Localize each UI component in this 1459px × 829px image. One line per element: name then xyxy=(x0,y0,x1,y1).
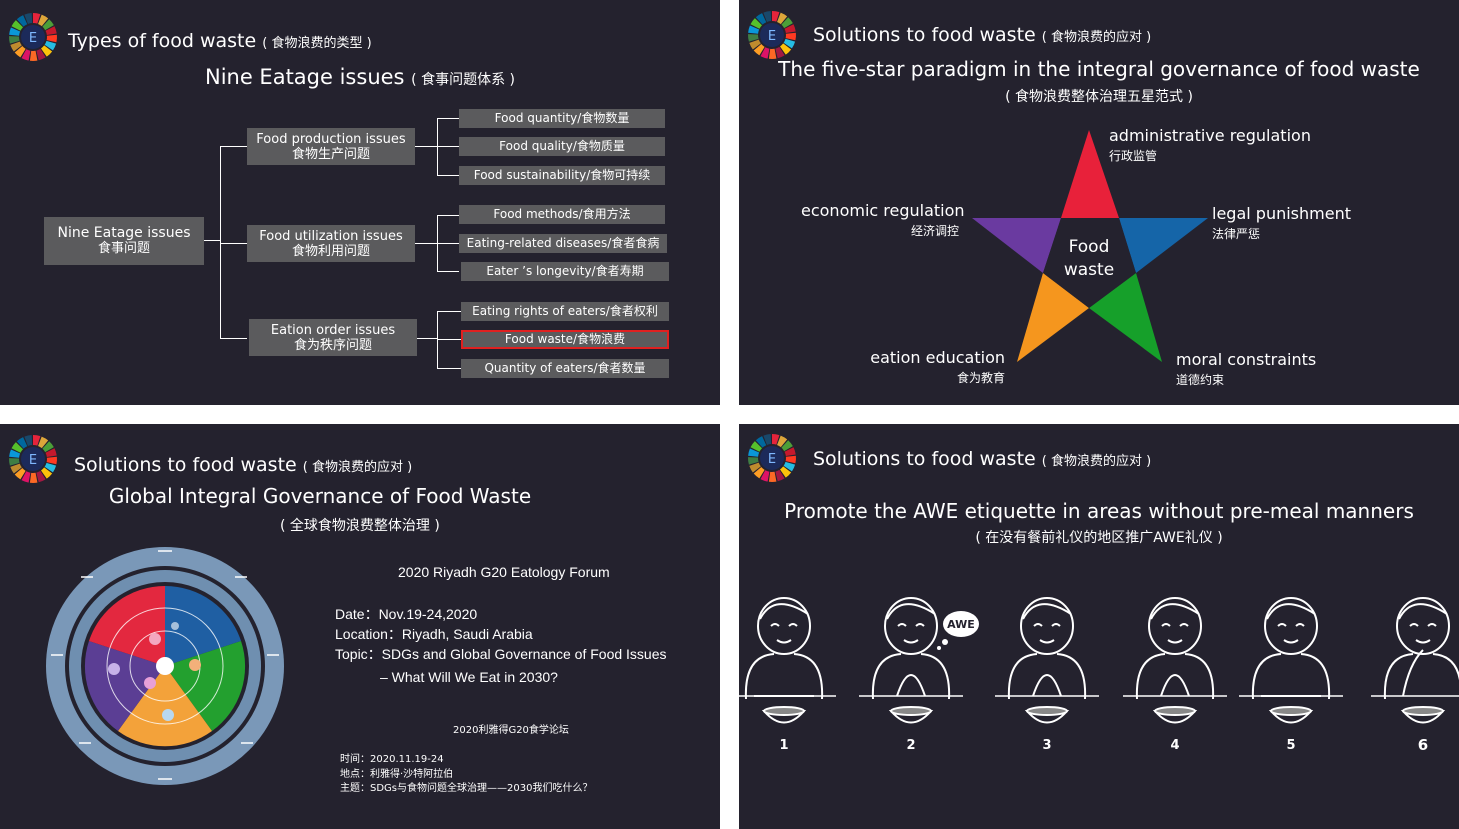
star-center-label-1: Food xyxy=(1069,237,1110,257)
panel-header: Types of food waste ( 食物浪费的类型 ) xyxy=(68,30,372,52)
leaf-food-quantity: Food quantity/食物数量 xyxy=(459,109,665,128)
leaf-food-waste-highlighted: Food waste/食物浪费 xyxy=(461,330,669,349)
sdg-wheel-logo-icon: E xyxy=(748,434,796,482)
awe-step-figure-4 xyxy=(1123,597,1227,724)
leaf-food-methods: Food methods/食用方法 xyxy=(459,205,665,224)
forum-location: Location：Riyadh, Saudi Arabia xyxy=(335,626,533,642)
leaf-food-quality: Food quality/食物质量 xyxy=(459,137,665,156)
star-point-administrative xyxy=(1061,130,1119,218)
diagram-subtitle: ( 在没有餐前礼仪的地区推广AWE礼仪 ) xyxy=(975,530,1223,546)
awe-bubble-text: AWE xyxy=(947,618,975,631)
forum-topic-2: – What Will We Eat in 2030? xyxy=(380,669,558,685)
forum-title-cn: 2020利雅得G20食学论坛 xyxy=(453,725,569,736)
diagram-subtitle: ( 全球食物浪费整体治理 ) xyxy=(280,518,440,534)
panel-header: Solutions to food waste ( 食物浪费的应对 ) xyxy=(74,454,413,476)
sdg-wheel-logo-icon: E xyxy=(9,13,57,61)
diagram-title: Nine Eatage issues ( 食事问题体系 ) xyxy=(204,65,515,89)
root-node: Nine Eatage issues 食事问题 xyxy=(44,217,204,265)
star-point-moral xyxy=(1089,273,1162,362)
diagram-title: Global Integral Governance of Food Waste xyxy=(108,484,532,508)
step-number-3: 3 xyxy=(1042,738,1052,753)
sdg-wheel-logo-icon: E xyxy=(9,435,57,483)
awe-step-figure-3 xyxy=(995,597,1099,724)
forum-location-cn: 地点：利雅得·沙特阿拉伯 xyxy=(340,769,454,780)
svg-text:E: E xyxy=(768,452,776,467)
step-number-2: 2 xyxy=(906,738,916,753)
leaf-food-sustainability: Food sustainability/食物可持续 xyxy=(459,166,665,185)
awe-step-figure-2 xyxy=(859,597,963,724)
forum-topic-cn: 主题：SDGs与食物问题全球治理——2030我们吃什么？ xyxy=(340,783,593,794)
awe-step-figure-1 xyxy=(739,597,836,724)
svg-text:E: E xyxy=(29,453,37,468)
panel-header: Solutions to food waste ( 食物浪费的应对 ) xyxy=(813,24,1152,46)
panel-five-star-paradigm: E Solutions to food waste ( 食物浪费的应对 ) Th… xyxy=(739,0,1459,405)
panel-types-of-food-waste: E Types of food waste ( 食物浪费的类型 ) Nine E… xyxy=(0,0,720,405)
step-number-4: 4 xyxy=(1170,738,1180,753)
five-star-diagram: Food waste xyxy=(972,130,1208,362)
forum-date: Date：Nov.19-24,2020 xyxy=(335,606,478,622)
leaf-eater-longevity: Eater ’s longevity/食者寿期 xyxy=(461,262,669,281)
star-center-label-2: waste xyxy=(1064,260,1114,280)
awe-step-figure-5 xyxy=(1239,597,1343,724)
awe-step-figure-6 xyxy=(1371,597,1459,724)
forum-date-cn: 时间：2020.11.19-24 xyxy=(340,754,444,765)
star-point-education xyxy=(1017,273,1089,362)
step-number-6: 6 xyxy=(1417,736,1429,754)
forum-topic: Topic：SDGs and Global Governance of Food… xyxy=(335,646,667,662)
panel-header: Solutions to food waste ( 食物浪费的应对 ) xyxy=(813,448,1152,470)
panel-awe-etiquette: E Solutions to food waste ( 食物浪费的应对 ) Pr… xyxy=(739,424,1459,829)
step-number-1: 1 xyxy=(779,738,789,753)
leaf-eating-rights: Eating rights of eaters/食者权利 xyxy=(461,302,669,321)
awe-etiquette-steps: AWE xyxy=(739,597,1459,724)
star-point-economic xyxy=(972,218,1061,273)
diagram-title: The five-star paradigm in the integral g… xyxy=(778,57,1420,81)
governance-wheel-diagram xyxy=(46,547,284,785)
panel-global-governance: E Solutions to food waste ( 食物浪费的应对 ) Gl… xyxy=(0,424,720,829)
leaf-eating-diseases: Eating-related diseases/食者食病 xyxy=(459,234,667,253)
svg-text:E: E xyxy=(768,29,776,44)
star-center xyxy=(1043,218,1136,308)
svg-text:E: E xyxy=(29,31,37,46)
diagram-subtitle: ( 食物浪费整体治理五星范式 ) xyxy=(1005,89,1193,105)
diagram-title: Promote the AWE etiquette in areas witho… xyxy=(784,499,1414,523)
step-number-5: 5 xyxy=(1286,738,1296,753)
star-point-legal xyxy=(1119,218,1208,273)
sdg-wheel-logo-icon: E xyxy=(748,11,796,59)
leaf-quantity-of-eaters: Quantity of eaters/食者数量 xyxy=(461,359,669,378)
forum-title: 2020 Riyadh G20 Eatology Forum xyxy=(398,564,610,580)
